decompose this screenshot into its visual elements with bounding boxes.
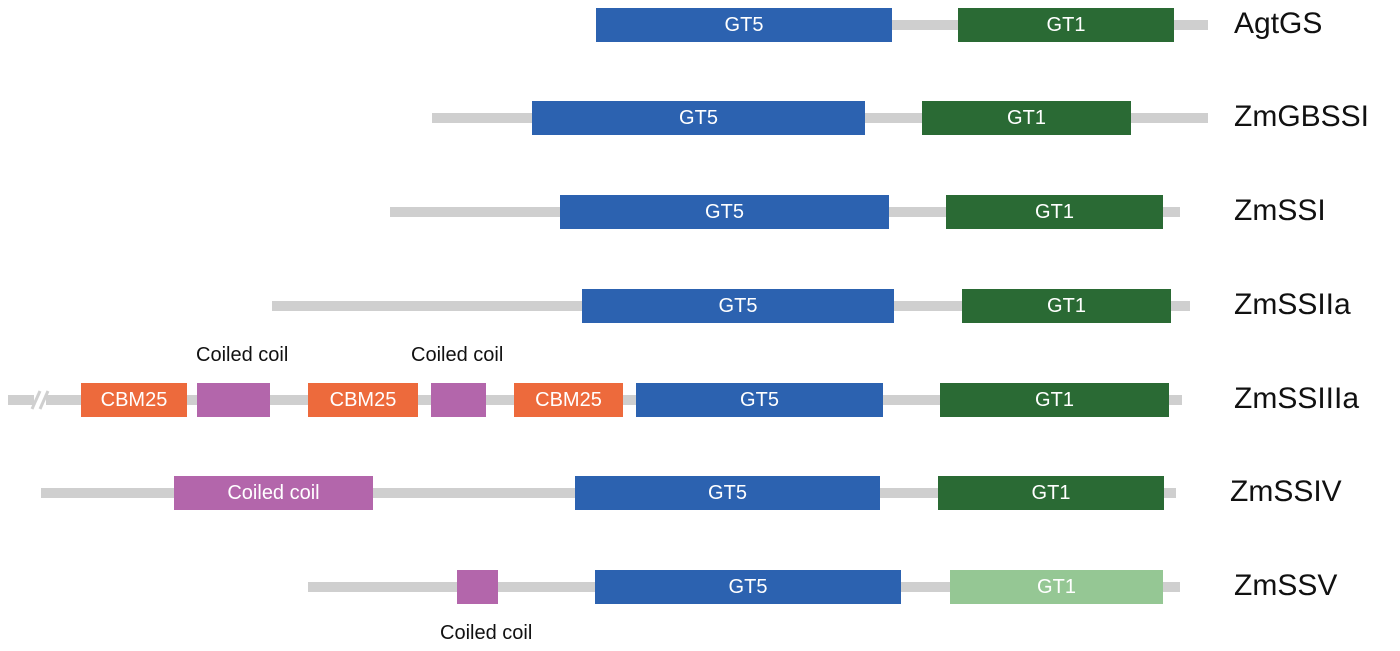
zmssiiia-name-label: ZmSSIIIa — [1234, 382, 1360, 415]
zmssi-domain-gt1: GT1 — [946, 195, 1163, 229]
zmssiiia-domain-coiled-coil — [197, 383, 270, 417]
zmssv-name-label: ZmSSV — [1234, 569, 1338, 602]
zmssiv-domain-coiled-coil: Coiled coil — [174, 476, 373, 510]
zmssiv-domain-gt5: GT5 — [575, 476, 880, 510]
zmssv-domain-gt5: GT5 — [595, 570, 901, 604]
zmssi-name-label: ZmSSI — [1234, 194, 1326, 227]
coiled-coil-annotation: Coiled coil — [411, 344, 504, 366]
zmssv-domain-gt1: GT1 — [950, 570, 1163, 604]
zmgbssi-domain-gt5: GT5 — [532, 101, 865, 135]
zmssiv-name-label: ZmSSIV — [1230, 475, 1342, 508]
agtgs-backbone — [596, 20, 1208, 30]
zmssv-domain-coiled-coil — [457, 570, 498, 604]
zmssiiia-domain-coiled-coil — [431, 383, 486, 417]
coiled-coil-annotation: Coiled coil — [440, 622, 533, 644]
coiled-coil-annotation: Coiled coil — [196, 344, 289, 366]
zmssiia-domain-gt5: GT5 — [582, 289, 894, 323]
zmssiiia-domain-gt1: GT1 — [940, 383, 1169, 417]
zmssiiia-domain-cbm25: CBM25 — [81, 383, 187, 417]
zmssiia-name-label: ZmSSIIa — [1234, 288, 1351, 321]
agtgs-name-label: AgtGS — [1234, 7, 1323, 40]
zmssiia-domain-gt1: GT1 — [962, 289, 1171, 323]
zmssiv-domain-gt1: GT1 — [938, 476, 1164, 510]
zmgbssi-domain-gt1: GT1 — [922, 101, 1131, 135]
zmssiiia-domain-cbm25: CBM25 — [308, 383, 418, 417]
zmssiiia-domain-cbm25: CBM25 — [514, 383, 623, 417]
zmssiiia-truncation-mark — [30, 390, 50, 410]
zmssiiia-domain-gt5: GT5 — [636, 383, 883, 417]
agtgs-domain-gt1: GT1 — [958, 8, 1174, 42]
zmgbssi-name-label: ZmGBSSI — [1234, 100, 1370, 133]
zmssi-domain-gt5: GT5 — [560, 195, 889, 229]
agtgs-domain-gt5: GT5 — [596, 8, 892, 42]
